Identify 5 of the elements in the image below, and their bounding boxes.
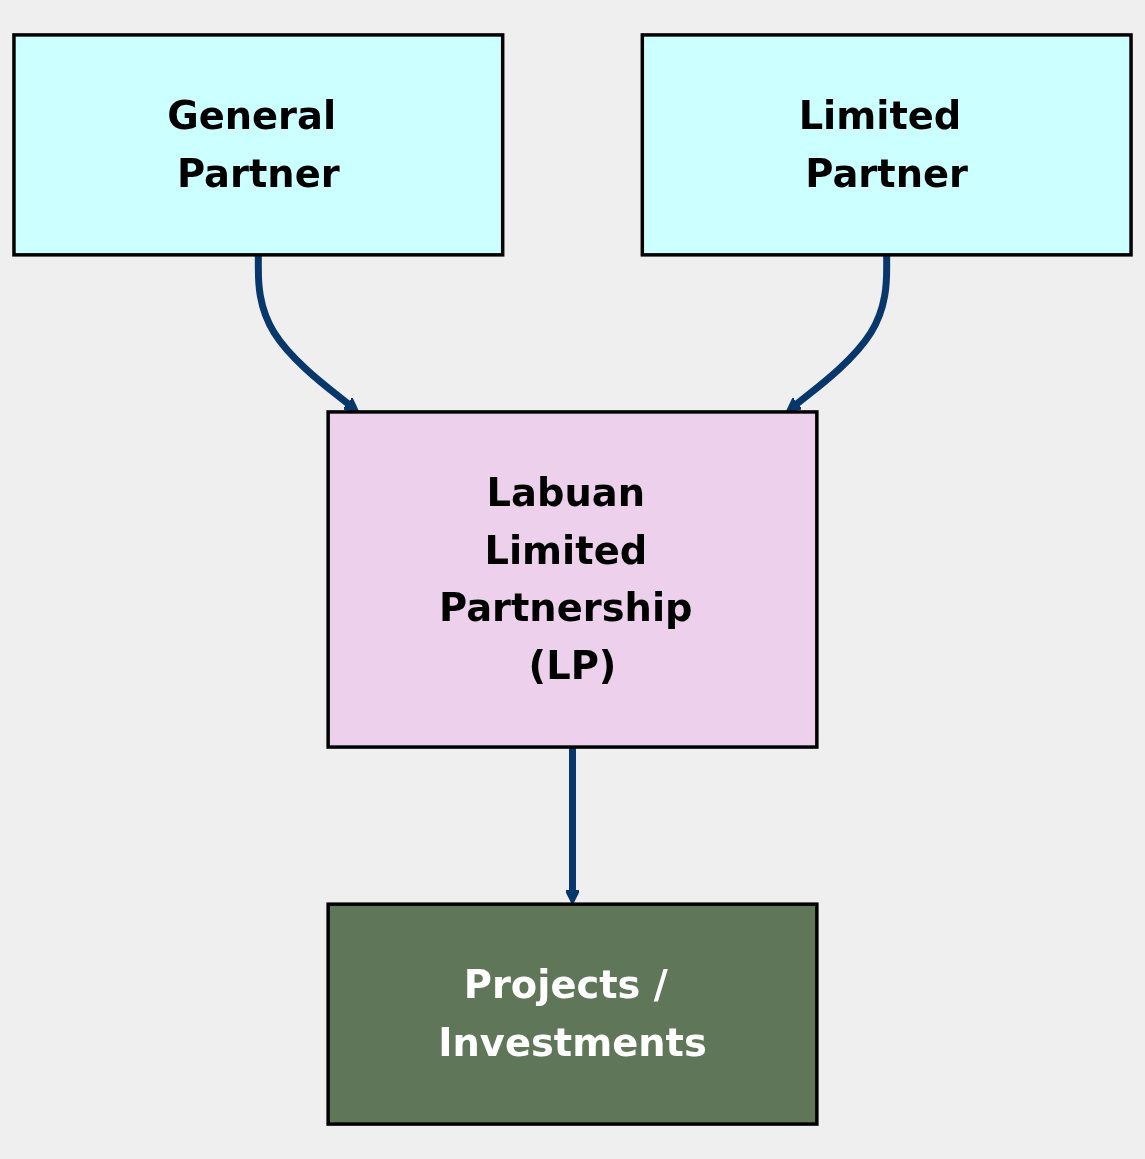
node-box: General Partner: [12, 33, 505, 257]
node-box: Limited Partner: [640, 33, 1133, 257]
node-box: Projects / Investments: [326, 902, 819, 1126]
node-box: Labuan Limited Partnership (LP): [326, 410, 819, 749]
arrow: [564, 747, 581, 905]
